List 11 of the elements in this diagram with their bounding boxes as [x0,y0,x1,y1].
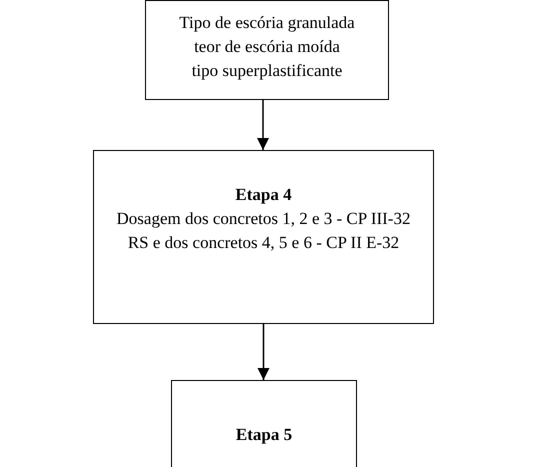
process-box [145,0,389,100]
arrow [257,100,269,150]
arrow [258,324,270,380]
box-text: tipo superplastificante [190,60,344,82]
process-box [93,150,434,324]
box-text: Dosagem dos concretos 1, 2 e 3 - CP III-32 RS e dos concretos 4, 5 e 6 - CP II E-32 [116,208,412,254]
box-text: teor de escória moída [193,36,341,58]
step-heading: Etapa 5 [234,424,294,446]
process-box [171,380,357,467]
step-heading: Etapa 4 [234,184,293,206]
box-text: Tipo de escória granulada [178,12,356,34]
